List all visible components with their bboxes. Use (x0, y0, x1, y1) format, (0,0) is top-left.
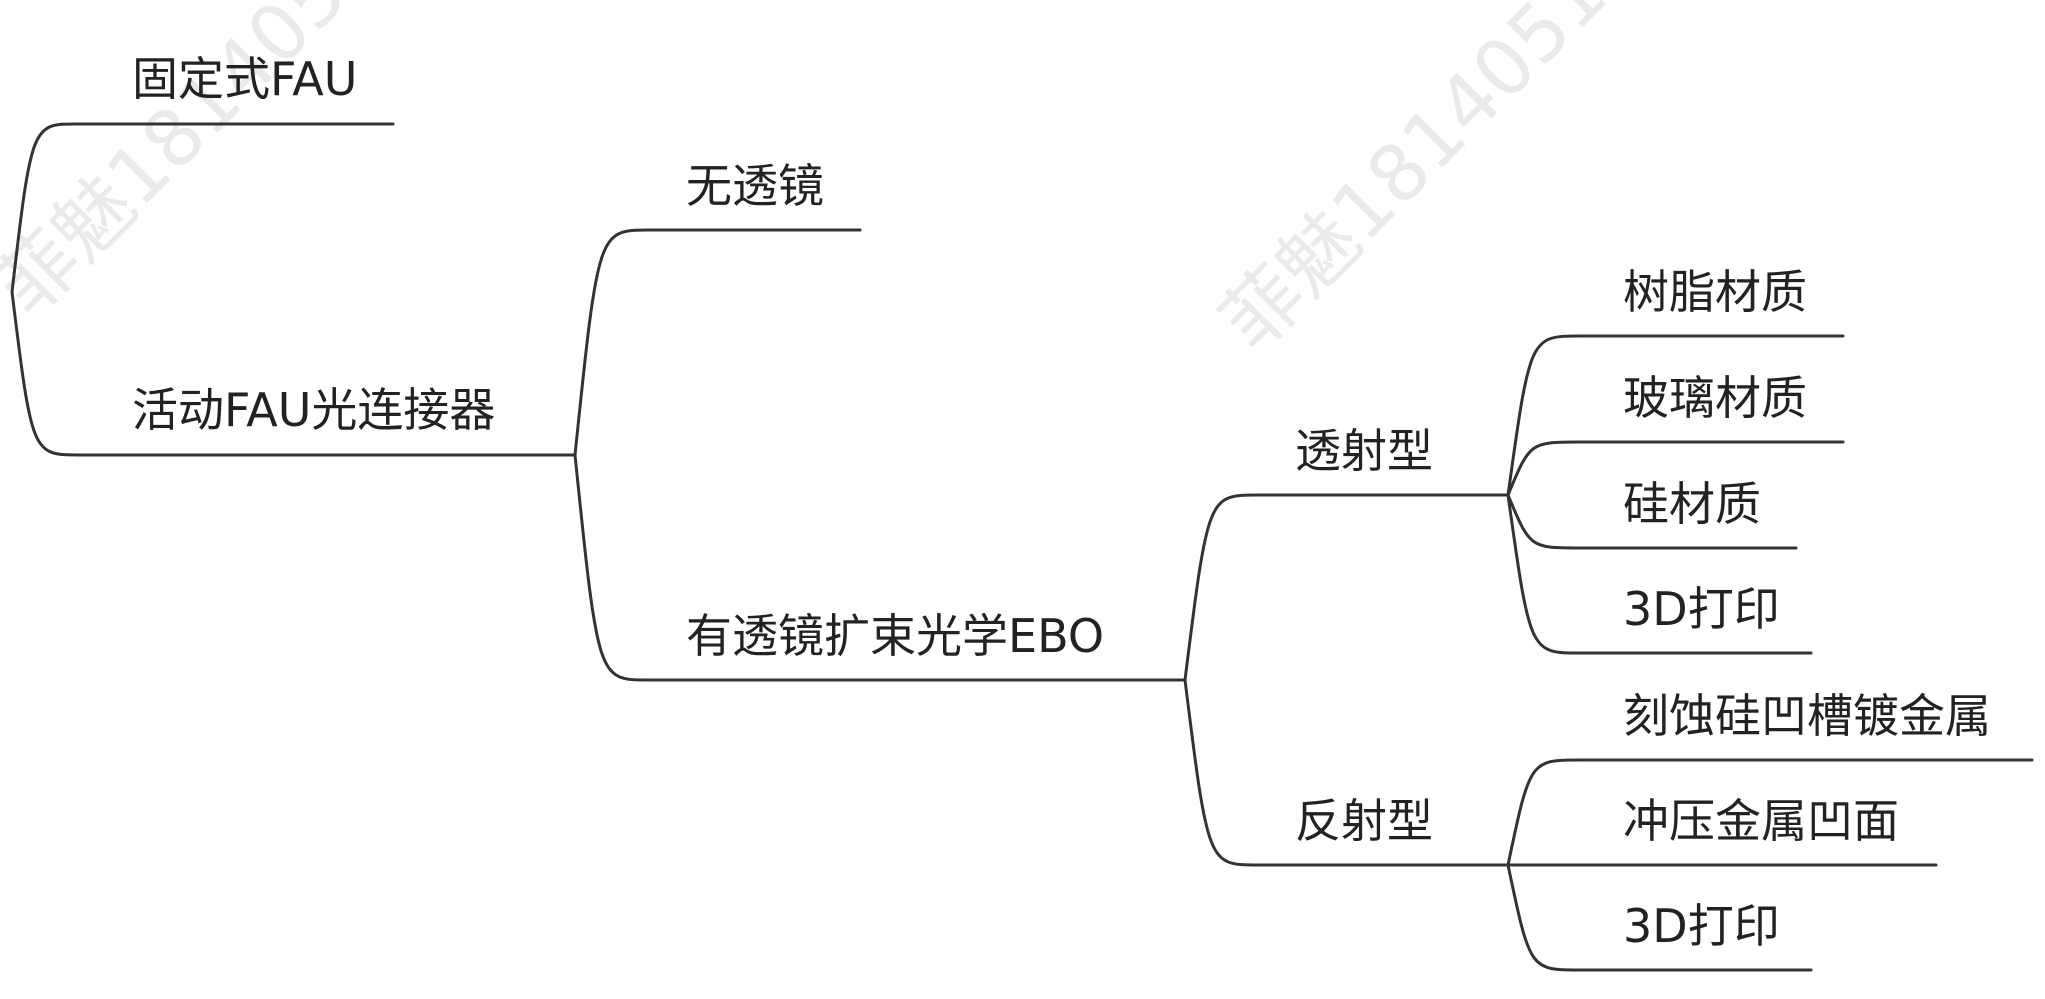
connector-ebo-transmissive (1183, 493, 1510, 682)
node-reflective: 反射型 (1295, 794, 1433, 848)
node-etched-silicon: 刻蚀硅凹槽镀金属 (1623, 689, 1991, 743)
connector-active-lens-ebo (573, 453, 1187, 682)
connector-transmissive-resin (1506, 334, 1845, 497)
node-lens-ebo: 有透镜扩束光学EBO (686, 609, 1105, 663)
connector-transmissive-silicon (1506, 493, 1798, 550)
connector-ebo-reflective (1183, 678, 1510, 867)
connector-transmissive-3d-print (1506, 493, 1813, 655)
connector-root-fixed-fau (10, 122, 395, 294)
node-resin: 树脂材质 (1623, 265, 1807, 319)
connector-reflective-3d-print (1506, 863, 1813, 972)
node-fixed-fau: 固定式FAU (132, 52, 358, 106)
connector-active-no-lens (573, 228, 862, 457)
node-stamped-metal: 冲压金属凹面 (1623, 794, 1899, 848)
node-no-lens: 无透镜 (686, 159, 824, 213)
node-3d-print-reflective: 3D打印 (1623, 899, 1780, 953)
node-silicon: 硅材质 (1623, 477, 1761, 531)
watermark-text: 菲魅18140517 (1205, 0, 1660, 368)
connector-reflective-etched (1506, 758, 2034, 867)
watermark-text: 菲魅18140517 (0, 0, 434, 333)
node-active-fau: 活动FAU光连接器 (132, 383, 496, 437)
node-3d-print-transmissive: 3D打印 (1623, 582, 1780, 636)
node-transmissive: 透射型 (1295, 424, 1433, 478)
connector-root-active-fau (10, 290, 577, 457)
node-glass: 玻璃材质 (1623, 371, 1807, 425)
connector-transmissive-glass (1506, 440, 1845, 497)
